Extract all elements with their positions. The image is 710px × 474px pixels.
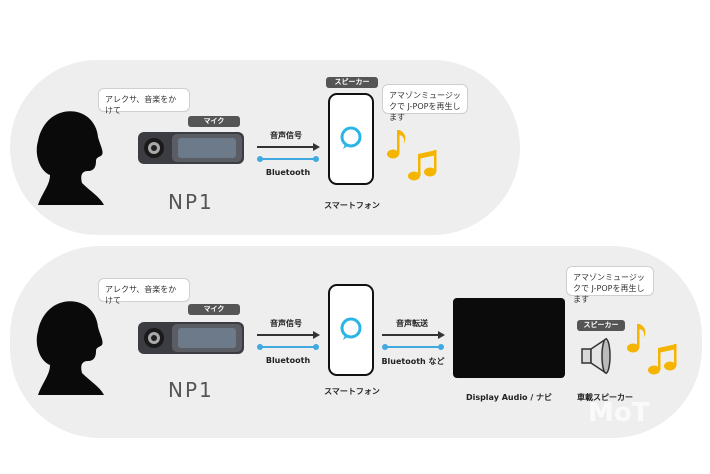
- phone-label: スマートフォン: [324, 387, 380, 396]
- speaker-icon: [581, 337, 611, 375]
- np1-device-icon: [138, 322, 244, 354]
- arrow-right-icon: [257, 143, 320, 151]
- np1-device-icon: [138, 132, 244, 164]
- speech-text: アレクサ、音楽をかけて: [105, 285, 177, 305]
- display-audio-screen: [453, 298, 565, 378]
- watermark: MoT: [588, 398, 650, 428]
- arrow-right-icon: [382, 331, 445, 339]
- reply-text: アマゾンミュージックで J-POPを再生します: [573, 273, 645, 304]
- device-name: NP1: [168, 190, 214, 214]
- arrow-right-icon: [257, 331, 320, 339]
- person-silhouette-icon: [36, 111, 104, 205]
- smartphone: [328, 284, 374, 376]
- alexa-icon: [340, 126, 362, 149]
- speaker-tag: スピーカー: [326, 77, 378, 88]
- bluetooth-label: Bluetooth: [265, 356, 311, 365]
- speech-bubble: アレクサ、音楽をかけて: [98, 88, 190, 115]
- car-speaker-label: 車載スピーカー: [577, 393, 633, 402]
- signal-label: 音声信号: [270, 131, 302, 140]
- display-audio-label: Display Audio / ナビ: [465, 393, 553, 402]
- music-note-icon: [387, 130, 437, 181]
- bluetooth-link-icon: [257, 344, 319, 350]
- mic-tag: マイク: [188, 304, 240, 315]
- speech-text: アレクサ、音楽をかけて: [105, 95, 177, 115]
- transfer-label: 音声転送: [396, 319, 428, 328]
- reply-bubble: アマゾンミュージックで J-POPを再生します: [566, 266, 654, 304]
- mic-tag: マイク: [188, 116, 240, 127]
- speaker-tag: スピーカー: [577, 320, 625, 331]
- signal-label: 音声信号: [270, 319, 302, 328]
- bluetooth-etc-label: Bluetooth など: [381, 357, 445, 366]
- person-silhouette-icon: [36, 301, 104, 395]
- phone-label: スマートフォン: [324, 201, 380, 210]
- reply-bubble: アマゾンミュージックで J-POPを再生します: [382, 84, 468, 122]
- smartphone: [328, 93, 374, 185]
- alexa-icon: [340, 317, 362, 340]
- bluetooth-label: Bluetooth: [265, 168, 311, 177]
- device-name: NP1: [168, 378, 214, 402]
- music-note-icon: [627, 324, 677, 375]
- bluetooth-link-icon: [382, 344, 444, 350]
- speech-bubble: アレクサ、音楽をかけて: [98, 278, 190, 305]
- bluetooth-link-icon: [257, 156, 319, 162]
- reply-text: アマゾンミュージックで J-POPを再生します: [389, 91, 461, 122]
